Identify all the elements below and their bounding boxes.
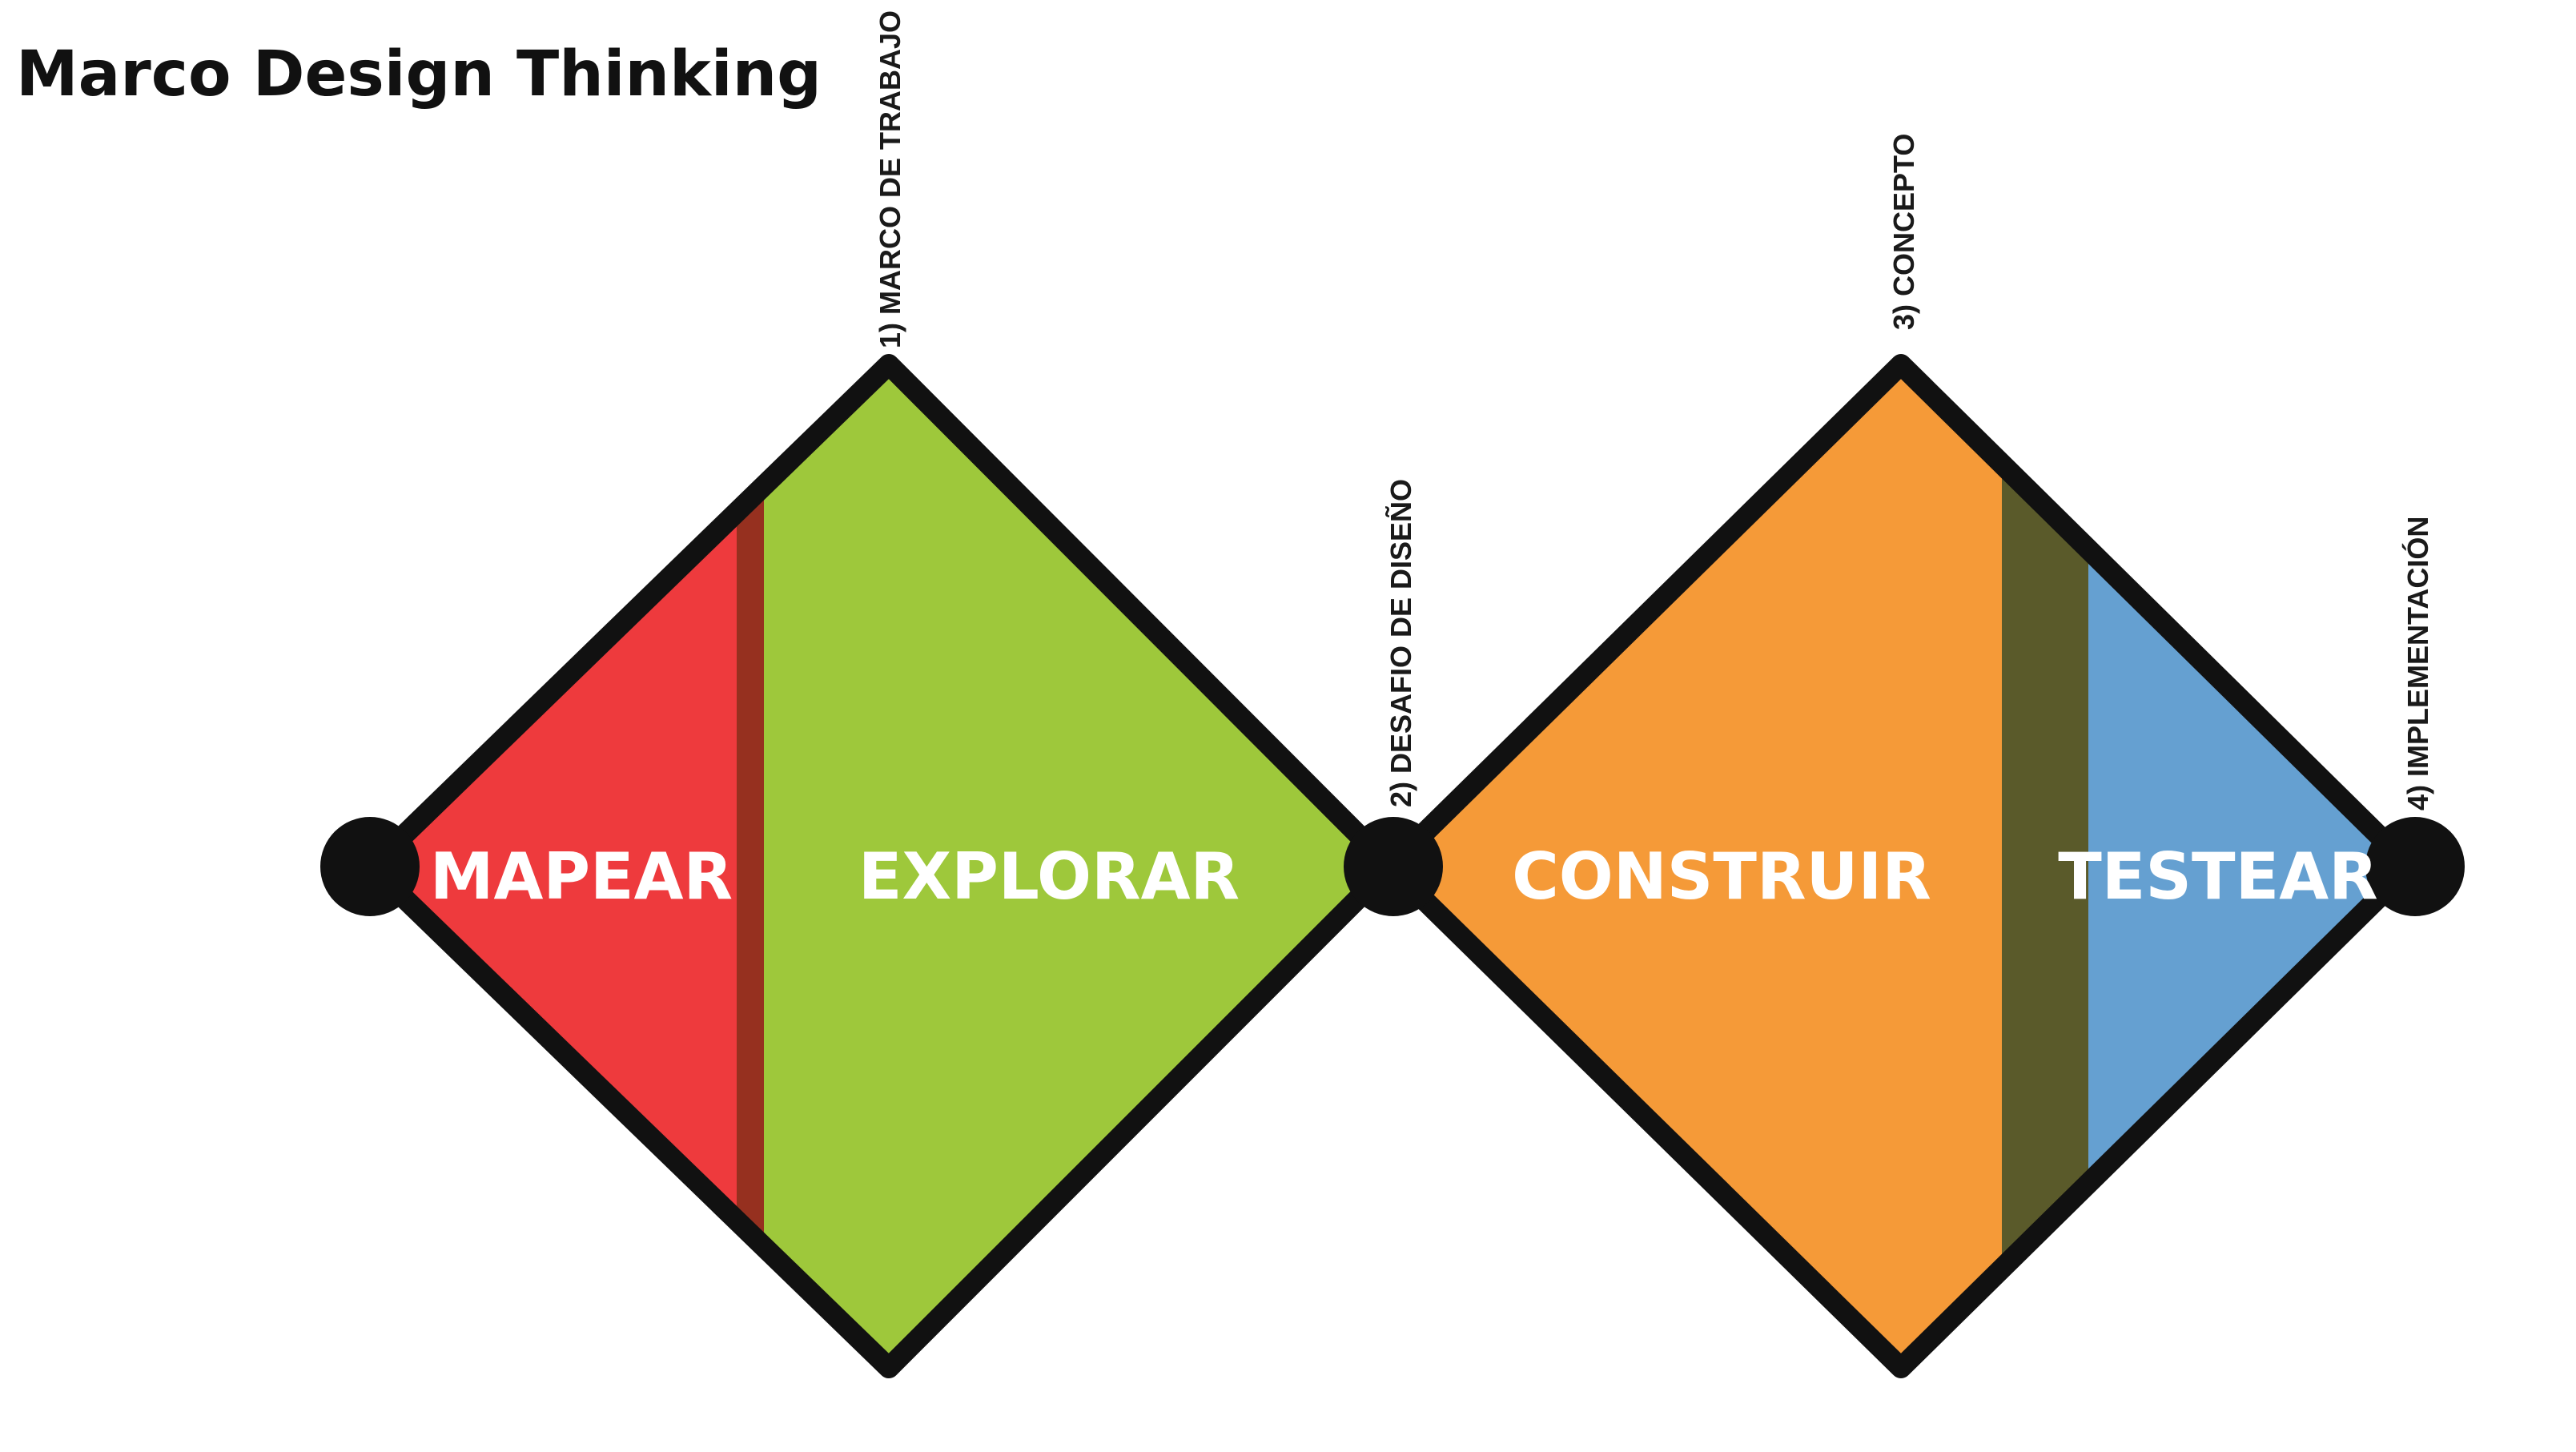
node-start	[320, 817, 420, 916]
phase-label-construir: CONSTRUIR	[1512, 839, 1931, 914]
milestone-label-4: 4) IMPLEMENTACIÓN	[2401, 517, 2434, 810]
page-title: Marco Design Thinking	[16, 38, 822, 111]
milestone-label-2: 2) DESAFIO DE DISEÑO	[1384, 479, 1417, 807]
phase-label-testear: TESTEAR	[2058, 839, 2378, 914]
phase-label-mapear: MAPEAR	[430, 839, 733, 914]
milestone-label-1: 1) MARCO DE TRABAJO	[874, 10, 906, 348]
node-middle	[1344, 817, 1443, 916]
divider-band-mapear-explorar	[737, 364, 764, 1368]
node-end	[2365, 817, 2465, 916]
phase-label-explorar: EXPLORAR	[858, 839, 1240, 914]
milestone-label-3: 3) CONCEPTO	[1887, 134, 1920, 330]
